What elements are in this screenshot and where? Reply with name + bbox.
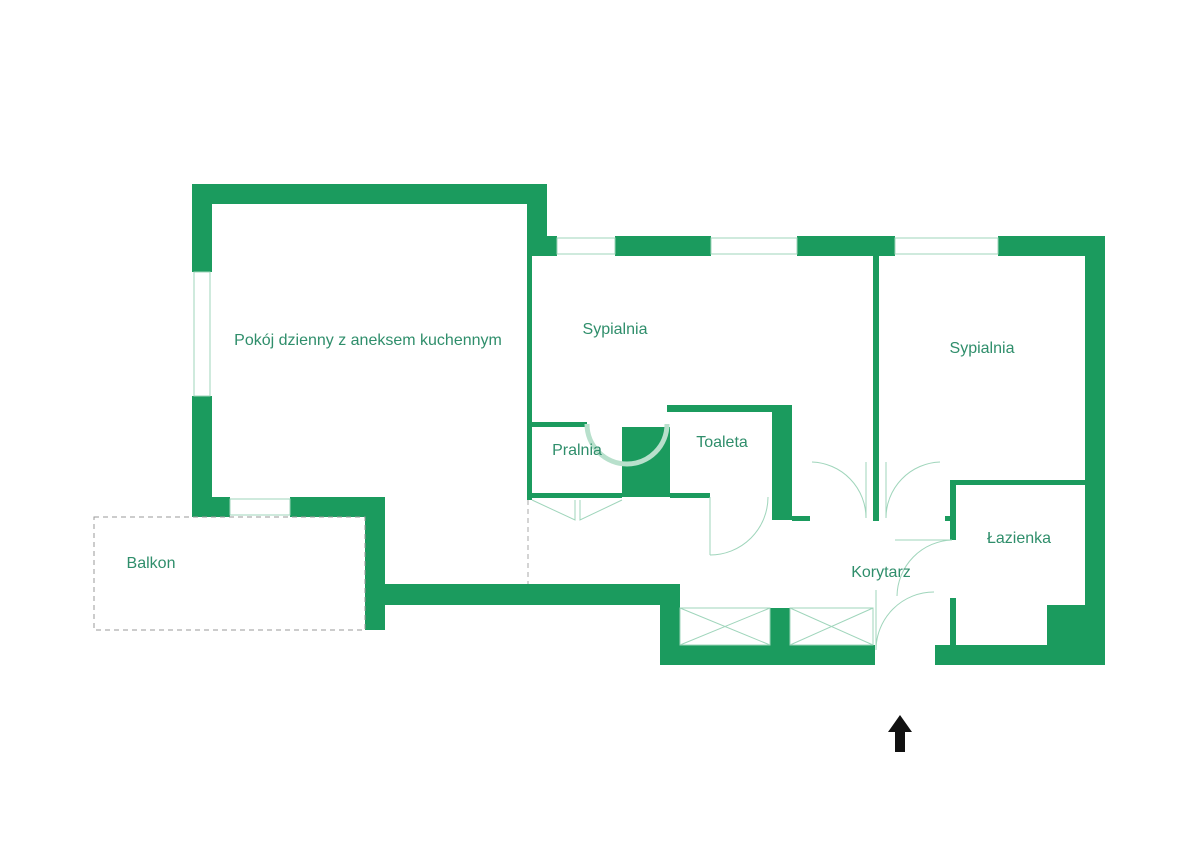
room-label-corridor: Korytarz: [851, 564, 911, 581]
room-label-laundry: Pralnia: [552, 442, 602, 459]
room-label-bedroom2: Sypialnia: [949, 340, 1015, 357]
walls: [192, 184, 1105, 665]
windows-doors: [193, 237, 999, 651]
room-label-bathroom: Łazienka: [986, 530, 1052, 547]
room-label-living: Pokój dzienny z aneksem kuchennym: [234, 332, 502, 349]
room-label-toilet: Toaleta: [696, 434, 748, 451]
room-label-balcony: Balkon: [126, 555, 176, 572]
balcony-outline: [93, 516, 366, 631]
arrow-up-icon: [888, 715, 912, 752]
room-label-bedroom1: Sypialnia: [582, 321, 648, 338]
